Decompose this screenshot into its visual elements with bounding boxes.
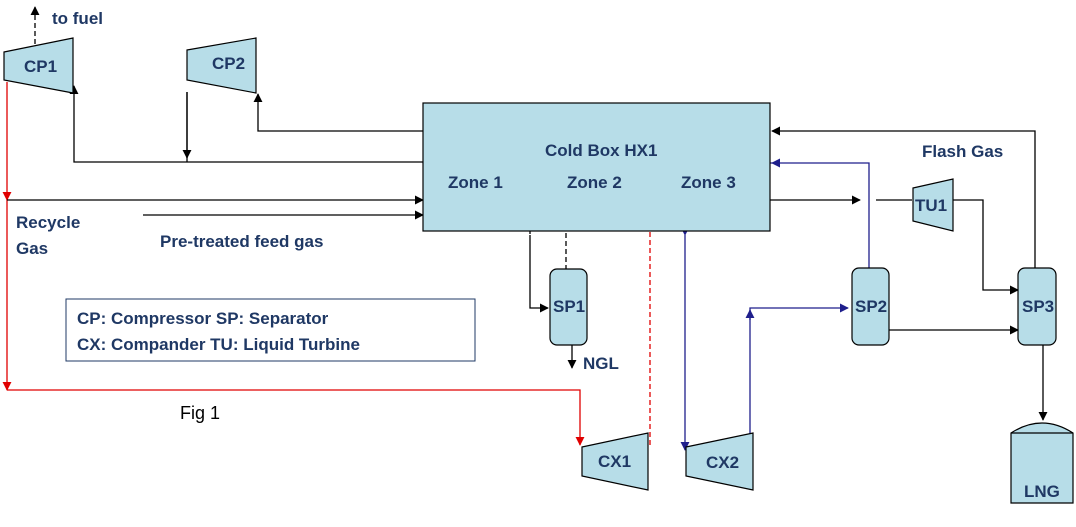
- legend-line-2: CX: Compander TU: Liquid Turbine: [77, 335, 360, 354]
- lng-label: LNG: [1024, 482, 1060, 501]
- legend-line-1: CP: Compressor SP: Separator: [77, 309, 329, 328]
- separator-sp1: SP1: [549, 268, 588, 346]
- sp3-label: SP3: [1022, 297, 1054, 316]
- separator-sp2: SP2: [851, 267, 890, 346]
- ngl-label: NGL: [583, 354, 619, 373]
- compressor-cp2: CP2: [186, 37, 257, 94]
- cold-box-hx1: [422, 102, 771, 232]
- lng-tank: LNG: [1010, 422, 1074, 504]
- separator-sp3: SP3: [1017, 267, 1057, 346]
- cp2-label: CP2: [212, 54, 245, 73]
- figure-caption: Fig 1: [180, 403, 220, 423]
- cold-box-label: Cold Box HX1: [545, 141, 657, 160]
- legend: CP: Compressor SP: Separator CX: Compand…: [65, 298, 476, 362]
- recycle-gas-label-2: Gas: [16, 239, 48, 258]
- to-fuel-label: to fuel: [52, 9, 103, 28]
- zone1-label: Zone 1: [448, 173, 503, 192]
- turbine-tu1: TU1: [912, 178, 954, 232]
- compressor-cp1: CP1: [3, 37, 74, 94]
- zone3-label: Zone 3: [681, 173, 736, 192]
- recycle-gas-label-1: Recycle: [16, 213, 80, 232]
- sp2-label: SP2: [855, 297, 887, 316]
- cx1-label: CX1: [598, 452, 631, 471]
- sp1-label: SP1: [553, 297, 585, 316]
- tu1-label: TU1: [915, 196, 947, 215]
- compander-cx1: CX1: [581, 432, 649, 491]
- cp1-label: CP1: [24, 57, 57, 76]
- cx2-label: CX2: [706, 453, 739, 472]
- feed-gas-label: Pre-treated feed gas: [160, 232, 323, 251]
- zone2-label: Zone 2: [567, 173, 622, 192]
- compander-cx2: CX2: [685, 432, 754, 491]
- flash-gas-label: Flash Gas: [922, 142, 1003, 161]
